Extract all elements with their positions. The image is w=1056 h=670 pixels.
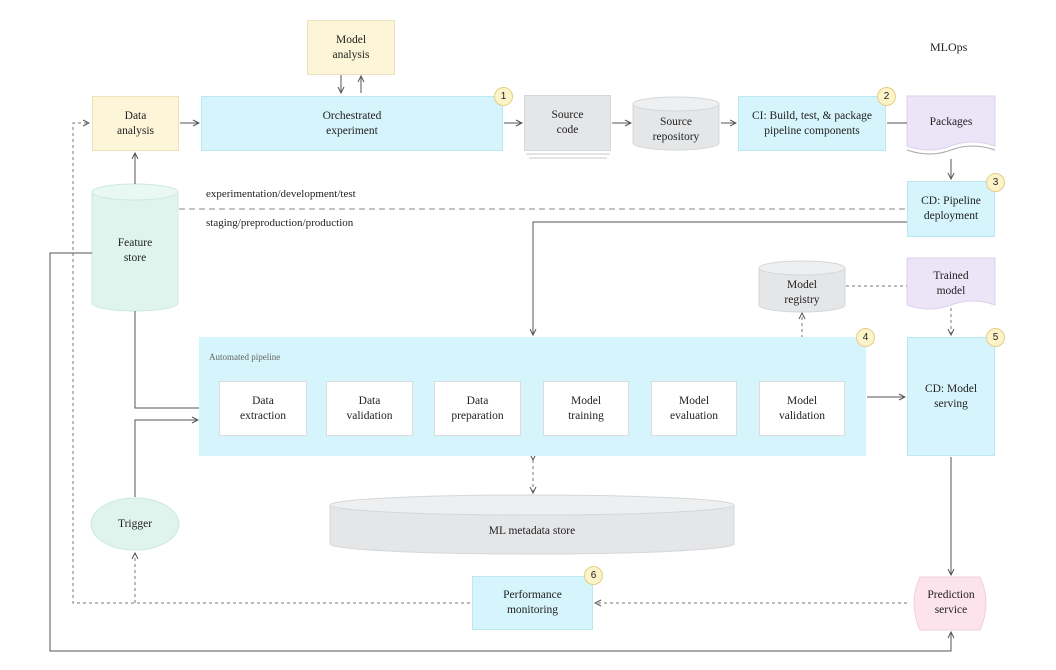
badge-4: 4	[856, 328, 875, 347]
badge-1: 1	[494, 87, 513, 106]
arrow-feature-store-to-prediction	[49, 252, 951, 652]
arrow-trigger-to-pipeline	[134, 420, 198, 497]
badge-6: 6	[584, 566, 603, 585]
pipeline-step-data-extraction: Data extraction	[219, 381, 307, 436]
pipeline-step-model-validation: Model validation	[759, 381, 845, 436]
performance-monitoring-node: Performance monitoring	[472, 576, 593, 630]
data-analysis-node: Data analysis	[92, 96, 179, 151]
trained-model-label: Trained model	[933, 270, 969, 297]
trained-model-shape	[906, 257, 996, 310]
badge-2: 2	[877, 87, 896, 106]
ci-node: CI: Build, test, & package pipeline comp…	[738, 96, 886, 151]
packages-label: Packages	[929, 115, 973, 128]
model-registry-label: Model registry	[784, 279, 820, 306]
trigger-label: Trigger	[117, 517, 153, 530]
source-repository-label: Source repository	[652, 116, 700, 143]
model-analysis-node: Model analysis	[307, 20, 395, 75]
packages-shadow	[906, 145, 996, 155]
arrow-monitoring-to-data-analysis	[72, 123, 470, 604]
feature-store-label: Feature store	[117, 237, 153, 264]
arrow-cd-pipeline-to-automated-pipeline	[533, 221, 907, 335]
source-code-stack-lines	[526, 153, 610, 159]
pipeline-step-data-validation: Data validation	[326, 381, 413, 436]
source-repository-cylinder	[632, 96, 720, 151]
env-label-upper: experimentation/development/test	[206, 188, 356, 200]
automated-pipeline-title: Automated pipeline	[209, 352, 281, 362]
orchestrated-experiment-node: Orchestrated experiment	[201, 96, 503, 151]
packages-shape	[906, 95, 996, 151]
prediction-service-label: Prediction service	[927, 589, 975, 616]
source-code-node: Source code	[524, 95, 611, 151]
pipeline-step-data-preparation: Data preparation	[434, 381, 521, 436]
diagram-title: MLOps	[930, 40, 968, 54]
badge-5: 5	[986, 328, 1005, 347]
pipeline-step-model-training: Model training	[543, 381, 629, 436]
cd-pipeline-deployment-node: CD: Pipeline deployment	[907, 181, 995, 237]
trigger-shape	[90, 497, 180, 551]
pipeline-step-model-evaluation: Model evaluation	[651, 381, 737, 436]
arrow-feature-store-to-data-extraction	[134, 311, 217, 408]
prediction-service-shape	[913, 576, 987, 631]
automated-pipeline-container	[199, 337, 866, 456]
model-registry-cylinder	[758, 260, 846, 313]
env-label-lower: staging/preproduction/production	[206, 217, 354, 229]
cd-model-serving-node: CD: Model serving	[907, 337, 995, 456]
badge-3: 3	[986, 173, 1005, 192]
ml-metadata-store-cylinder	[329, 494, 735, 555]
ml-metadata-store-label: ML metadata store	[488, 524, 576, 537]
